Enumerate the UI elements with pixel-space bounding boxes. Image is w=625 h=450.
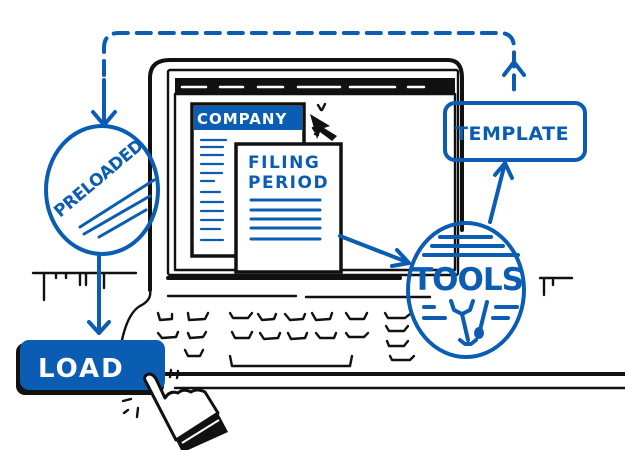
filing-period-lines [249, 198, 322, 241]
preloaded-underlines [78, 178, 156, 239]
wrench-screwdriver-icon [449, 299, 489, 346]
tools-circle[interactable]: TOOLS [406, 221, 526, 359]
laptop [118, 58, 625, 390]
load-label: LOAD [38, 354, 125, 384]
load-button[interactable]: LOAD [16, 340, 165, 395]
preloaded-label: PRELOADED [50, 136, 147, 222]
arrow-tools-to-template [488, 161, 514, 224]
preloaded-circle[interactable]: PRELOADED [44, 124, 160, 256]
keyboard-keys [156, 311, 416, 368]
tools-header-lines [422, 235, 520, 257]
arrow-preloaded-to-load [87, 252, 111, 335]
desk-line [31, 271, 574, 302]
mouse-pointer-icon [310, 102, 337, 141]
template-label: TEMPLATE [455, 123, 569, 145]
company-window-title: COMPANY [197, 110, 287, 128]
company-window-lines [199, 138, 228, 242]
filing-period-card[interactable]: FILING PERIOD [234, 142, 343, 274]
company-window-titlebar [194, 106, 302, 130]
pointing-hand-icon [121, 368, 228, 450]
filing-period-title-line1: FILING [248, 153, 320, 173]
filing-period-title-line2: PERIOD [248, 173, 329, 193]
tools-label: TOOLS [412, 262, 523, 298]
template-box[interactable]: TEMPLATE [443, 101, 587, 162]
arrow-filing-to-tools [338, 234, 411, 268]
tools-side-lines [422, 305, 519, 320]
